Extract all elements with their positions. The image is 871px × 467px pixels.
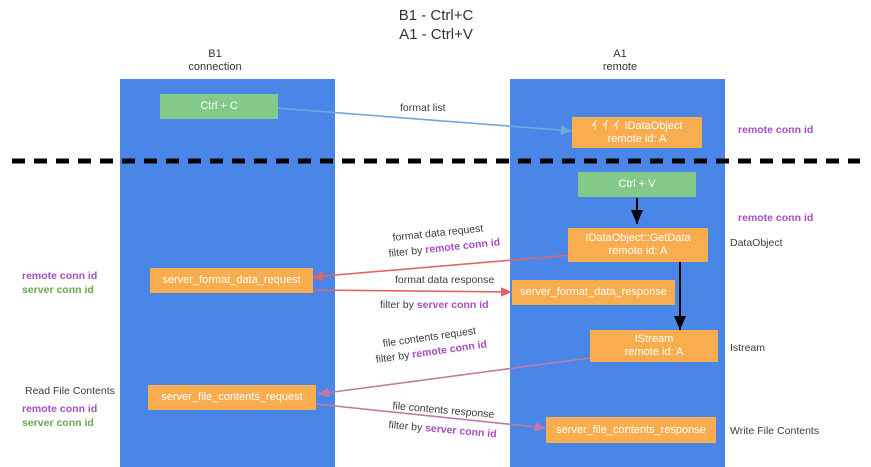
node-server-format-data-response[interactable]: server_format_data_response bbox=[512, 280, 675, 305]
node-server-file-contents-request[interactable]: server_file_contents_request bbox=[148, 385, 316, 410]
annotation-server-conn-id-left: server conn id bbox=[22, 284, 94, 296]
arrow-format-data-response bbox=[309, 287, 513, 297]
edge-label-format-data-response-filter: filter by server conn id bbox=[380, 299, 489, 312]
annotation-remote-conn-id-left: remote conn id bbox=[22, 270, 98, 282]
node-idataobject[interactable]: ⺅⺅⺅IDataObject remote id: A bbox=[572, 117, 702, 148]
edge-label-format-data-response: format data response bbox=[395, 274, 495, 286]
node-idataobject-getdata[interactable]: IDataObject::GetData remote id: A bbox=[568, 228, 708, 262]
annotation-remote-conn-id-left2: remote conn id bbox=[22, 403, 98, 415]
annotation-remote-conn-id-top: remote conn id bbox=[738, 124, 814, 136]
column-b1-title: B1 bbox=[208, 48, 222, 60]
node-ctrl-c[interactable]: Ctrl + C bbox=[160, 94, 278, 119]
node-server-format-data-request[interactable]: server_format_data_request bbox=[150, 268, 313, 293]
annotation-dataobject: DataObject bbox=[730, 237, 783, 249]
node-istream[interactable]: IStream remote id: A bbox=[590, 330, 718, 362]
page-title: B1 - Ctrl+C A1 - Ctrl+V bbox=[398, 7, 474, 43]
filter-key-server-conn-id: server conn id bbox=[424, 422, 498, 441]
annotation-remote-conn-id-mid: remote conn id bbox=[738, 212, 814, 224]
filter-prefix: filter by bbox=[380, 299, 417, 311]
edge-label-file-contents-response-filter: filter by server conn id bbox=[388, 419, 497, 441]
annotation-write-file-contents: Write File Contents bbox=[730, 425, 820, 437]
filter-key-server-conn-id: server conn id bbox=[416, 299, 489, 311]
annotation-istream: Istream bbox=[730, 342, 766, 354]
node-ctrl-v[interactable]: Ctrl + V bbox=[578, 172, 696, 197]
edge-label-file-contents-response: file contents response bbox=[391, 400, 495, 421]
column-a1-title: A1 bbox=[613, 48, 627, 60]
filter-prefix: filter by bbox=[375, 348, 414, 366]
edge-label-format-list: format list bbox=[400, 102, 446, 114]
annotation-read-file-contents: Read File Contents bbox=[25, 385, 115, 397]
column-b1-subtitle: connection bbox=[188, 61, 242, 73]
annotation-server-conn-id-left2: server conn id bbox=[22, 417, 94, 429]
filter-prefix: filter by bbox=[388, 244, 426, 260]
node-server-file-contents-response[interactable]: server_file_contents_response bbox=[546, 417, 716, 443]
column-a1-subtitle: remote bbox=[602, 61, 638, 73]
filter-prefix: filter by bbox=[387, 419, 426, 435]
